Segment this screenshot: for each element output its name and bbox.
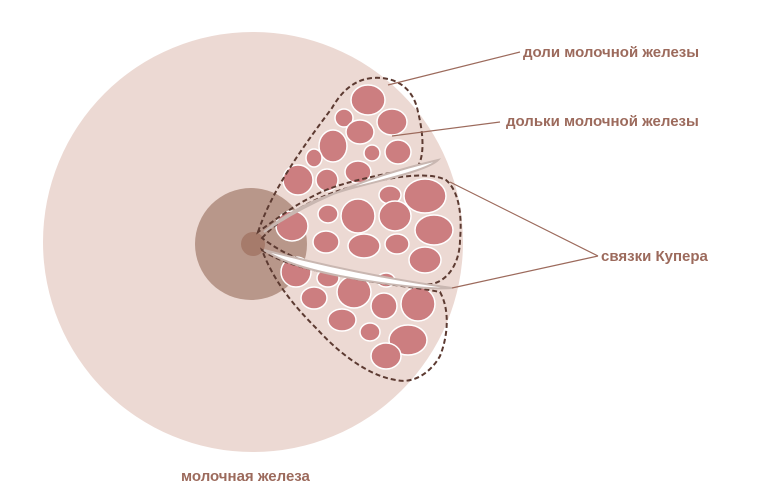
nipple	[241, 232, 265, 256]
cooper-ligament-upper	[263, 158, 442, 233]
leader-cooper-lower	[451, 255, 599, 289]
lobule	[312, 230, 340, 254]
lobule	[403, 178, 447, 214]
lobule	[318, 129, 348, 163]
lobule	[414, 214, 454, 246]
lobule	[327, 308, 357, 332]
lobule	[388, 324, 428, 356]
leader-cooper-upper	[449, 181, 599, 257]
lobule	[347, 233, 381, 259]
label-mammary-gland: молочная железа	[181, 468, 311, 485]
leader-lines	[387, 51, 599, 289]
lobule	[282, 164, 314, 196]
lobule	[350, 84, 386, 116]
lobule	[334, 108, 354, 128]
leader-lobes	[387, 51, 521, 86]
lobule	[384, 233, 410, 255]
lobule	[370, 292, 398, 320]
lobule	[400, 286, 436, 322]
lobule	[370, 342, 402, 370]
lobe-outline-middle	[260, 174, 462, 286]
cooper-ligaments	[263, 158, 453, 290]
lobe-outline-upper	[256, 76, 424, 235]
lobule	[363, 144, 381, 162]
cooper-ligament-lower	[263, 249, 453, 290]
lobule	[384, 139, 412, 165]
lobule	[359, 322, 381, 342]
label-cooper-ligaments: связки Купера	[601, 248, 709, 265]
lobule	[376, 108, 408, 136]
leader-lobules	[391, 121, 501, 137]
label-lobes: доли молочной железы	[523, 44, 699, 61]
lobule	[317, 204, 339, 224]
lobule	[300, 286, 328, 310]
lobule	[408, 246, 442, 274]
lobule	[315, 168, 339, 192]
lobule	[345, 119, 375, 145]
lobule	[340, 198, 376, 234]
lobule	[378, 200, 412, 232]
label-lobules: дольки молочной железы	[506, 113, 699, 130]
lobule	[305, 148, 323, 168]
